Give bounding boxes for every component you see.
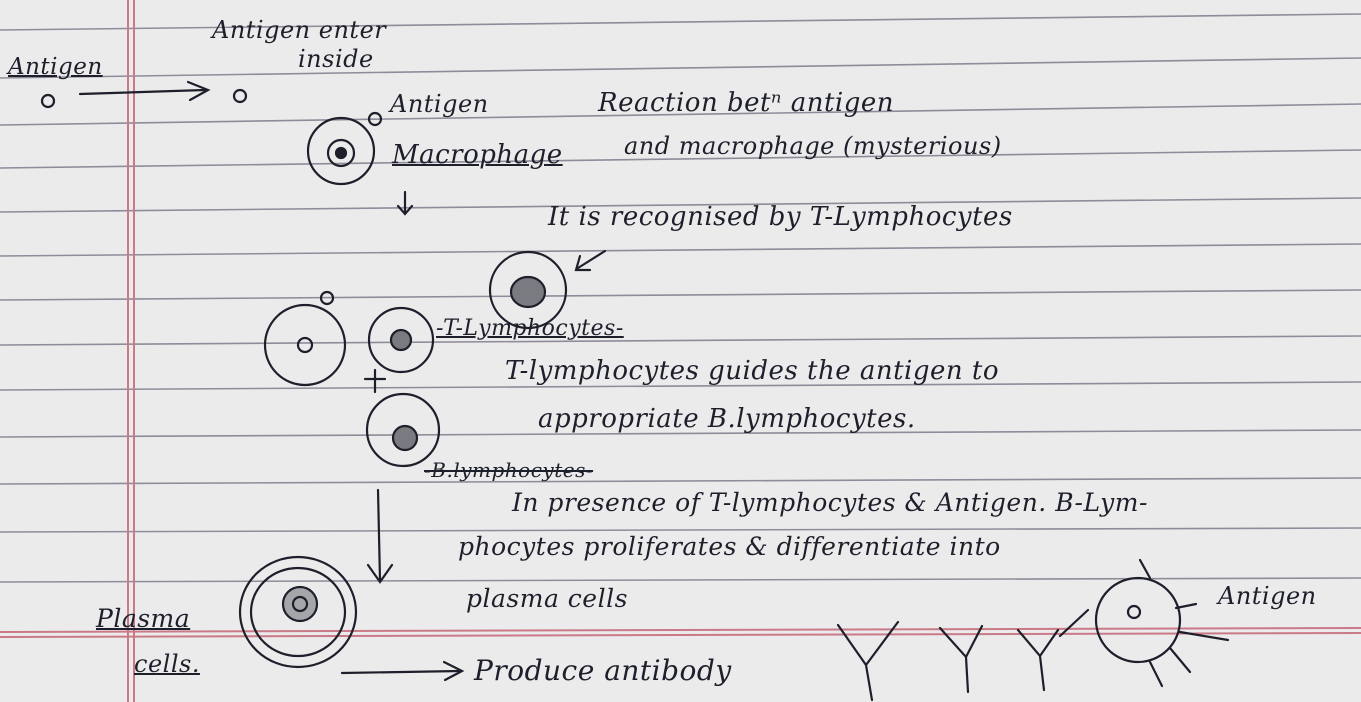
presence-line2: phocytes proliferates & differentiate in… xyxy=(458,532,1001,561)
recognised-text: It is recognised by T-Lymphocytes xyxy=(548,202,1013,232)
plasma-line2: cells. xyxy=(134,650,200,678)
macrophage-cell xyxy=(308,118,374,184)
plasma-cell xyxy=(240,557,356,667)
antigen-particle-left xyxy=(42,95,54,107)
antibody-3 xyxy=(1018,630,1058,690)
plasma-line1: Plasma xyxy=(96,604,190,633)
down-arrow-1 xyxy=(398,192,412,214)
t-guides-line2: appropriate B.lymphocytes. xyxy=(538,404,916,434)
b-lymphocyte-cell xyxy=(367,394,439,466)
t-guides-line1: T-lymphocytes guides the antigen to xyxy=(505,356,999,386)
t-lymphocyte-cell xyxy=(369,308,433,372)
plus-sign xyxy=(365,370,385,392)
t-lymphocytes-heading: -T-Lymphocytes- xyxy=(436,316,624,341)
reaction-line2: and macrophage (mysterious) xyxy=(624,132,1002,160)
arrow-to-cell xyxy=(576,251,605,270)
produce-arrow xyxy=(342,662,462,680)
antibody-2 xyxy=(940,626,982,692)
antigen-right-label: Antigen xyxy=(1218,582,1317,610)
antigen-cell-group xyxy=(265,305,345,385)
antigen-enter-line1: Antigen enter xyxy=(212,16,386,44)
down-arrow-2 xyxy=(368,490,392,582)
antigen-particle-enter xyxy=(234,90,246,102)
antigen-label: Antigen xyxy=(390,90,489,118)
macrophage-label: Macrophage xyxy=(392,140,563,170)
presence-line3: plasma cells xyxy=(466,584,628,613)
b-lymphocytes-heading: -B.lymphocytes- xyxy=(424,458,593,482)
presence-line1: In presence of T-lymphocytes & Antigen. … xyxy=(512,488,1148,517)
reaction-line1: Reaction betⁿ antigen xyxy=(598,88,894,118)
antigen-enter-arrow xyxy=(80,82,208,100)
antigen-left-label: Antigen xyxy=(8,54,103,80)
antigen-enter-line2: inside xyxy=(298,45,374,73)
produce-antibody-text: Produce antibody xyxy=(474,654,732,687)
